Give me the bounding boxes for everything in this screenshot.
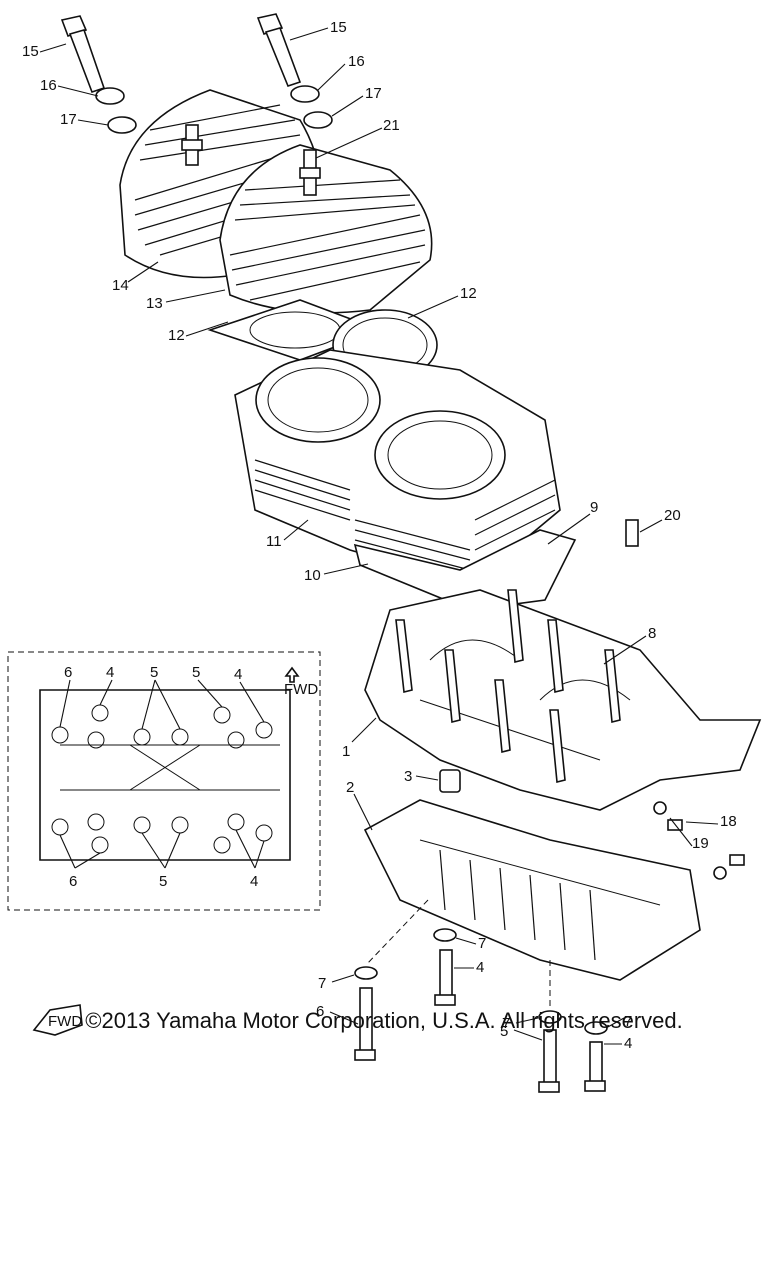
svg-text:5: 5	[500, 1023, 508, 1040]
washer-16-left	[95, 87, 125, 105]
callout-8: 8	[603, 625, 656, 665]
fwd-arrow-badge: FWD	[32, 1004, 83, 1036]
bolt-pattern-inset: FWD 6 4 5 5 4 6 5 4	[7, 651, 321, 911]
cylinder-head-13	[219, 144, 433, 314]
svg-text:8: 8	[648, 625, 656, 642]
spark-plug-21	[181, 124, 321, 196]
callout-16-right: 16	[317, 53, 365, 91]
svg-text:5: 5	[150, 664, 158, 681]
svg-text:12: 12	[168, 327, 185, 344]
callout-7-c: 7	[502, 1015, 539, 1032]
svg-text:4: 4	[476, 959, 484, 976]
callout-10: 10	[304, 563, 369, 584]
svg-text:17: 17	[60, 111, 77, 128]
callout-4-b: 4	[604, 1035, 632, 1052]
svg-text:6: 6	[69, 873, 77, 890]
callout-14: 14	[112, 261, 159, 294]
washer-19	[653, 801, 727, 880]
svg-text:1: 1	[342, 743, 350, 760]
callout-18: 18	[685, 813, 737, 830]
washer-17-right	[303, 111, 333, 129]
upper-crankcase-1	[364, 589, 762, 811]
callout-12-right: 12	[407, 285, 477, 319]
callout-4-a: 4	[454, 959, 484, 976]
svg-text:12: 12	[460, 285, 477, 302]
callout-3: 3	[404, 768, 439, 785]
callout-11: 11	[266, 519, 309, 550]
svg-text:4: 4	[234, 666, 242, 683]
callout-7-d: 7	[605, 1013, 632, 1030]
svg-text:2: 2	[346, 779, 354, 796]
callout-19: 19	[669, 817, 709, 852]
svg-text:4: 4	[624, 1035, 632, 1052]
svg-text:13: 13	[146, 295, 163, 312]
svg-text:11: 11	[266, 533, 282, 550]
svg-text:4: 4	[250, 873, 258, 890]
callout-15-left: 15	[22, 43, 67, 60]
callout-21: 21	[315, 117, 400, 159]
crankcase-bolts-bottom	[354, 899, 608, 1093]
cylinder-block-11	[234, 349, 561, 586]
svg-text:5: 5	[159, 873, 167, 890]
washer-17-left	[107, 116, 137, 134]
svg-text:7: 7	[478, 935, 486, 952]
callout-17-right: 17	[331, 85, 382, 117]
bush-3	[439, 769, 461, 793]
callout-6: 6	[316, 1003, 359, 1025]
callout-15-right: 15	[289, 19, 347, 41]
lower-crankcase-2	[363, 799, 701, 981]
callout-13: 13	[146, 289, 226, 312]
callout-17-left: 17	[60, 111, 109, 128]
stud-8	[395, 589, 621, 784]
copyright-notice: ©2013 Yamaha Motor Corporation, U.S.A. A…	[85, 1008, 683, 1033]
svg-text:5: 5	[192, 664, 200, 681]
svg-text:9: 9	[590, 499, 598, 516]
svg-text:7: 7	[624, 1013, 632, 1030]
callout-2: 2	[346, 779, 373, 831]
svg-text:15: 15	[22, 43, 39, 60]
svg-text:6: 6	[316, 1003, 324, 1020]
svg-text:4: 4	[106, 664, 114, 681]
callout-20: 20	[639, 507, 681, 533]
svg-text:16: 16	[40, 77, 57, 94]
callout-12-left: 12	[168, 321, 229, 344]
svg-text:15: 15	[330, 19, 347, 36]
svg-text:7: 7	[318, 975, 326, 992]
callout-7-a: 7	[455, 935, 486, 952]
svg-text:7: 7	[502, 1015, 510, 1032]
svg-text:16: 16	[348, 53, 365, 70]
svg-text:18: 18	[720, 813, 737, 830]
callout-7-b: 7	[318, 974, 355, 992]
callout-5: 5	[500, 1023, 543, 1041]
svg-text:FWD: FWD	[284, 681, 318, 698]
svg-text:6: 6	[64, 664, 72, 681]
svg-text:10: 10	[304, 567, 321, 584]
head-bolt-15-right	[256, 13, 302, 87]
svg-text:19: 19	[692, 835, 709, 852]
svg-text:FWD: FWD	[48, 1013, 82, 1030]
svg-text:21: 21	[383, 117, 400, 134]
svg-text:3: 3	[404, 768, 412, 785]
svg-text:20: 20	[664, 507, 681, 524]
exploded-parts-diagram: FWD 6 4 5 5 4 6 5 4 FWD 15 16 17 15 16 1…	[7, 13, 762, 1093]
dowel-20	[625, 519, 639, 547]
svg-text:17: 17	[365, 85, 382, 102]
head-bolt-15-left	[60, 15, 106, 94]
svg-text:14: 14	[112, 277, 129, 294]
washer-16-right	[290, 85, 320, 103]
callout-16-left: 16	[40, 77, 99, 97]
callout-1: 1	[342, 717, 377, 760]
callout-9: 9	[547, 499, 598, 545]
base-gasket-10	[353, 529, 577, 611]
